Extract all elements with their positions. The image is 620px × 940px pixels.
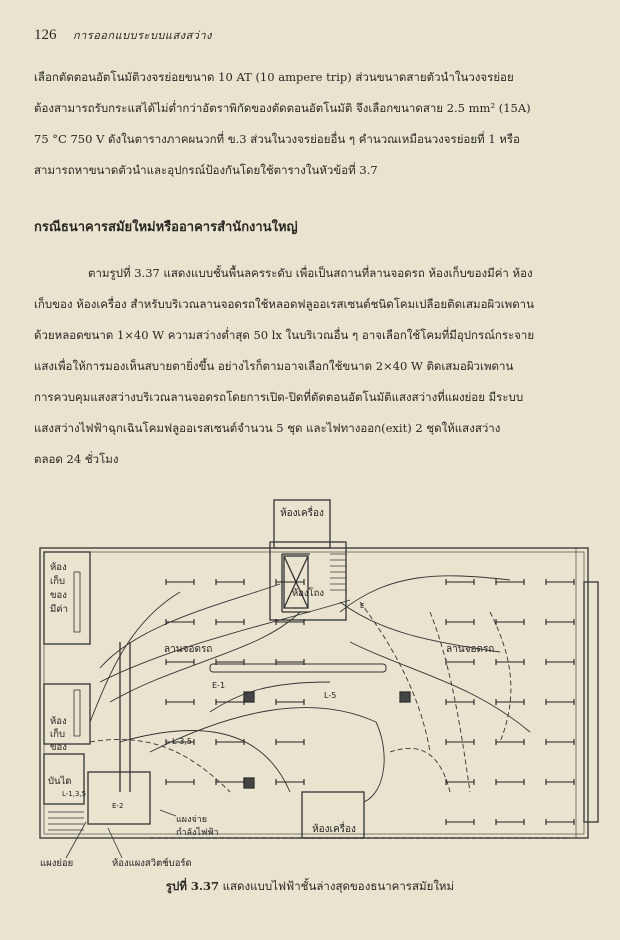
paragraph-body: ตามรูปที่ 3.37 แสดงแบบชั้นพื้นลครระดับ เ… — [34, 258, 600, 475]
circuit-l5-label: L-5 — [324, 691, 336, 700]
sub-panel-label: แผงย่อย — [40, 858, 73, 869]
floor-plan-drawing: ห้องเครื่อง ห้อง เก็บ ของ มีค่า ห้องโถง … — [39, 499, 599, 869]
valuables-room-label-2: เก็บ — [50, 574, 65, 587]
storage-room-label-1: ห้อง — [50, 716, 67, 727]
section-heading: กรณีธนาคารสมัยใหม่หรืออาคารสำนักงานใหญ่ — [34, 220, 298, 235]
exit-mark-label: E — [360, 602, 364, 610]
stairs-hall-label: ห้องโถง — [292, 587, 324, 599]
parking-right-label: ลานจอดรถ — [446, 644, 494, 655]
text-line: เก็บของ ห้องเครื่อง สำหรับบริเวณลานจอดรถ… — [34, 297, 534, 311]
emergency-wiring — [89, 601, 512, 793]
text-line: ตลอด 24 ชั่วโมง — [34, 452, 119, 466]
text-line: 75 °C 750 V ดังในตารางภาคผนวกที่ ข.3 ส่ว… — [34, 132, 520, 146]
figure-caption: รูปที่ 3.37 แสดงแบบไฟฟ้าชั้นล่างสุดของธน… — [0, 878, 620, 896]
page-number: 126 — [34, 27, 57, 43]
storage-room-label-2: เก็บ — [50, 727, 65, 740]
running-title: การออกแบบระบบแสงสว่าง — [72, 29, 213, 42]
valuables-room-label-1: ห้อง — [50, 562, 67, 573]
building-outline — [39, 499, 599, 839]
power-panel-label-1: แผงจ่าย — [176, 815, 207, 825]
label-leaders — [65, 809, 177, 859]
machine-room-top-label: ห้องเครื่อง — [280, 505, 324, 519]
circuit-l35-label: L-3,5 — [172, 737, 192, 746]
text-line: ต้องสามารถรับกระแสได้ไม่ต่ำกว่าอัตราพิกั… — [34, 101, 531, 115]
text-line: เลือกตัดตอนอัตโนมัติวงจรย่อยขนาด 10 AT (… — [34, 70, 514, 84]
circuit-e1-label: E-1 — [212, 681, 225, 690]
text-line: ด้วยหลอดขนาด 1×40 W ความสว่างต่ำสุด 50 l… — [34, 328, 535, 342]
parking-left-label: ลานจอดรถ — [164, 644, 212, 655]
valuables-room-label-3: ของ — [50, 590, 67, 601]
text-line: สามารถหาขนาดตัวนำและอุปกรณ์ป้องกันโดยใช้… — [34, 163, 378, 177]
circuit-e2-label: E-2 — [112, 802, 123, 810]
paragraph-continuation: เลือกตัดตอนอัตโนมัติวงจรย่อยขนาด 10 AT (… — [34, 62, 600, 186]
text-line: แสงเพื่อให้การมองเห็นสบายตายิ่งขึ้น อย่า… — [34, 359, 514, 373]
circuit-l135-label: L-1,3,5 — [62, 790, 86, 798]
electrical-floor-plan-figure: ห้องเครื่อง ห้อง เก็บ ของ มีค่า ห้องโถง … — [30, 492, 606, 870]
text-line: ตามรูปที่ 3.37 แสดงแบบชั้นพื้นลครระดับ เ… — [88, 266, 533, 280]
fluorescent-fixtures — [165, 579, 575, 825]
text-line: แสงสว่างไฟฟ้าฉุกเฉินโคมฟลูออเรสเซนต์จำนว… — [34, 421, 501, 435]
running-header: 126 การออกแบบระบบแสงสว่าง — [34, 26, 212, 44]
switchboard-room-label: ห้องแผงสวิตช์บอร์ด — [112, 857, 192, 869]
caption-text: แสดงแบบไฟฟ้าชั้นล่างสุดของธนาคารสมัยใหม่ — [222, 879, 455, 893]
text-line: การควบคุมแสงสว่างบริเวณลานจอดรถโดยการเปิ… — [34, 390, 524, 404]
circuit-wiring — [89, 575, 531, 803]
machine-room-bottom-label: ห้องเครื่อง — [312, 821, 356, 835]
power-panel-label-2: กำลังไฟฟ้า — [176, 827, 219, 838]
stairs-label: บันได — [48, 775, 71, 787]
storage-room-label-3: ของ — [50, 742, 67, 753]
valuables-room-label-4: มีค่า — [50, 603, 68, 615]
caption-label: รูปที่ 3.37 — [165, 879, 219, 893]
